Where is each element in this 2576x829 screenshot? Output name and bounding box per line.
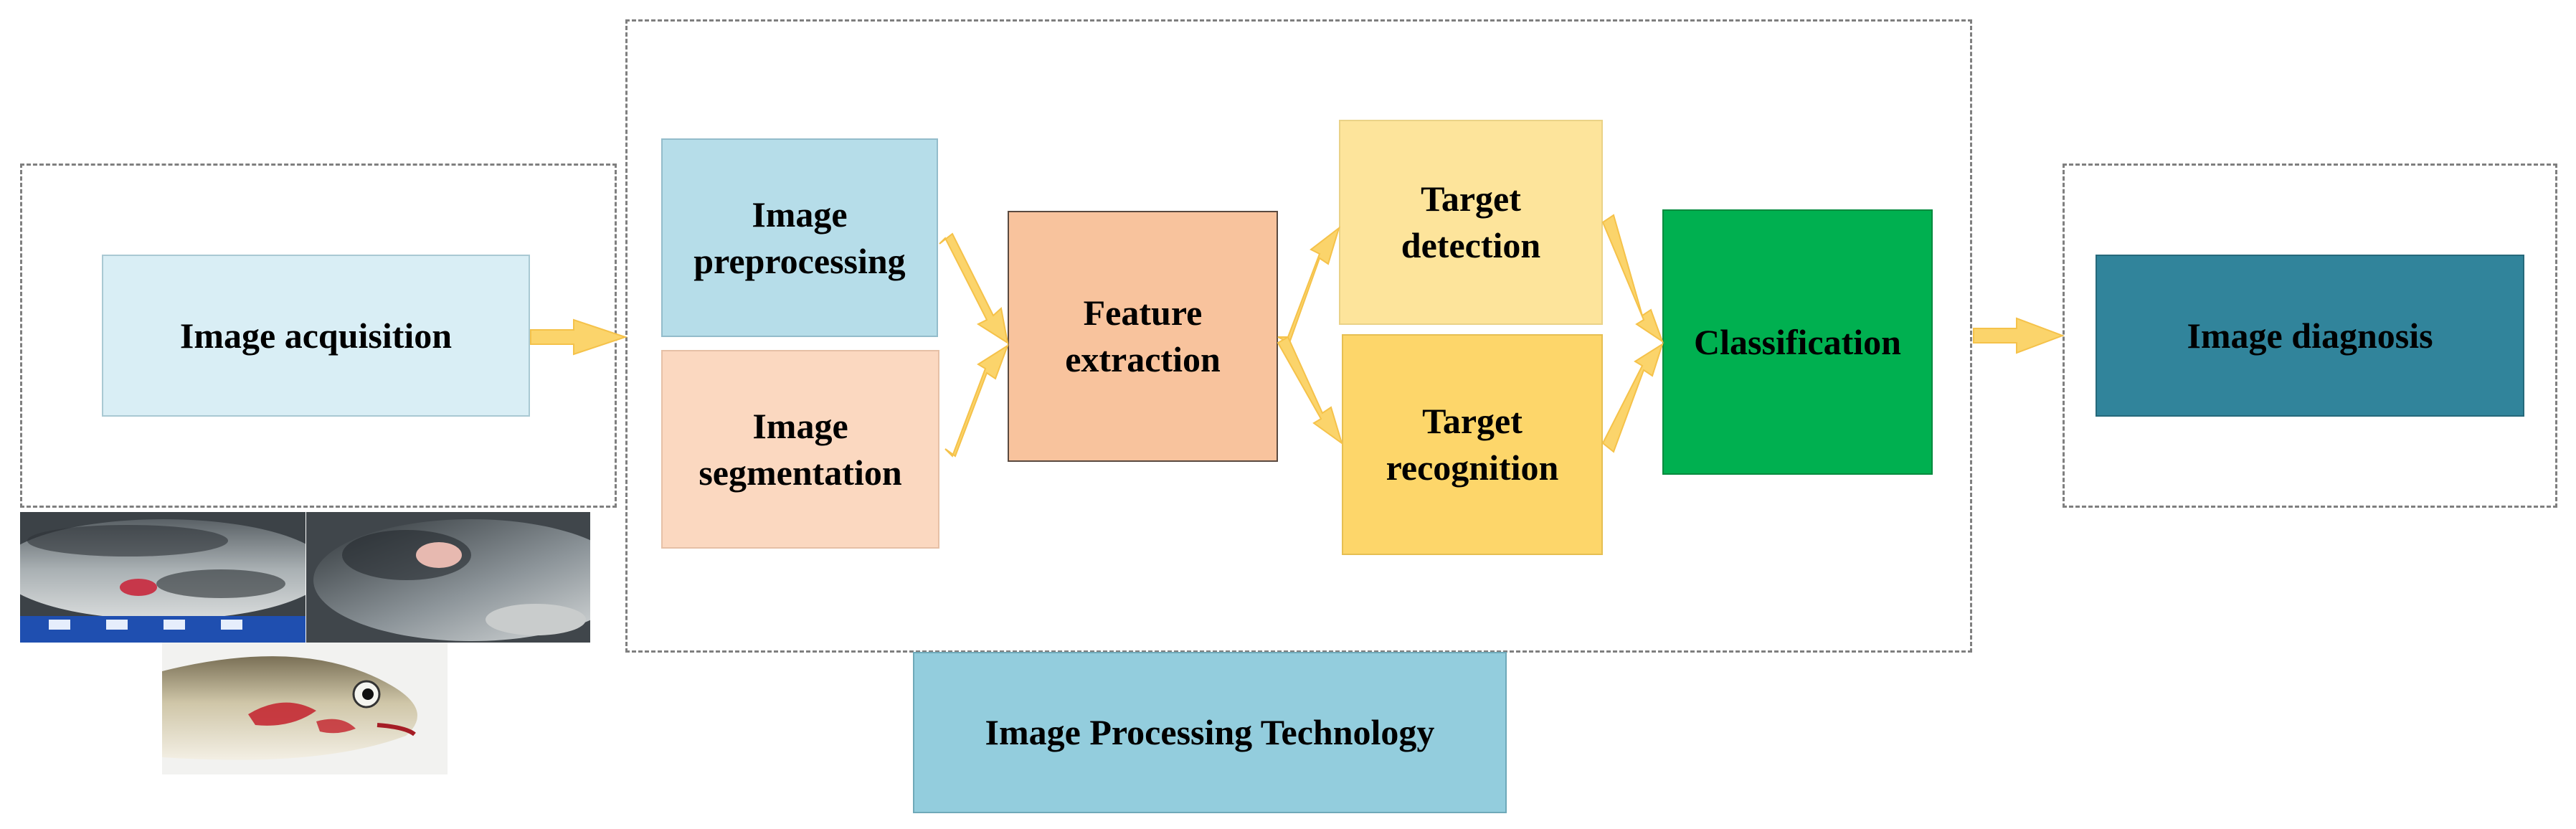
image-segmentation-box: Image segmentation — [661, 350, 939, 549]
target-recognition-label: Target recognition — [1386, 401, 1559, 488]
feature-extraction-label: Feature extraction — [1065, 293, 1221, 379]
image-acquisition-box: Image acquisition — [102, 255, 530, 417]
arrow-detection-to-classification — [1601, 214, 1664, 344]
target-detection-box: Target detection — [1339, 120, 1603, 325]
classification-label: Classification — [1694, 321, 1901, 362]
image-diagnosis-label: Image diagnosis — [2187, 315, 2433, 356]
image-processing-technology-box: Image Processing Technology — [913, 652, 1507, 813]
image-preprocessing-label: Image preprocessing — [693, 194, 906, 281]
fish-photo-2 — [306, 512, 590, 643]
target-recognition-box: Target recognition — [1342, 334, 1603, 555]
target-detection-label: Target detection — [1401, 179, 1541, 265]
image-acquisition-label: Image acquisition — [179, 315, 453, 356]
classification-box: Classification — [1662, 209, 1933, 475]
arrow-acquisition-to-processing — [530, 318, 628, 356]
image-segmentation-label: Image segmentation — [699, 405, 902, 493]
processing-group-border — [625, 19, 1972, 653]
fish-photo-1 — [20, 512, 306, 643]
image-processing-technology-label: Image Processing Technology — [985, 712, 1435, 752]
fish-photo-3 — [162, 643, 448, 774]
arrow-feature-to-detection — [1277, 226, 1340, 344]
arrow-segmentation-to-feature — [944, 344, 1009, 458]
feature-extraction-box: Feature extraction — [1008, 211, 1278, 462]
arrow-recognition-to-classification — [1601, 342, 1664, 453]
image-preprocessing-box: Image preprocessing — [661, 138, 938, 337]
arrow-preprocessing-to-feature — [939, 232, 1009, 345]
image-diagnosis-box: Image diagnosis — [2096, 255, 2524, 417]
arrow-feature-to-recognition — [1277, 336, 1343, 445]
arrow-processing-to-diagnosis — [1973, 317, 2065, 354]
